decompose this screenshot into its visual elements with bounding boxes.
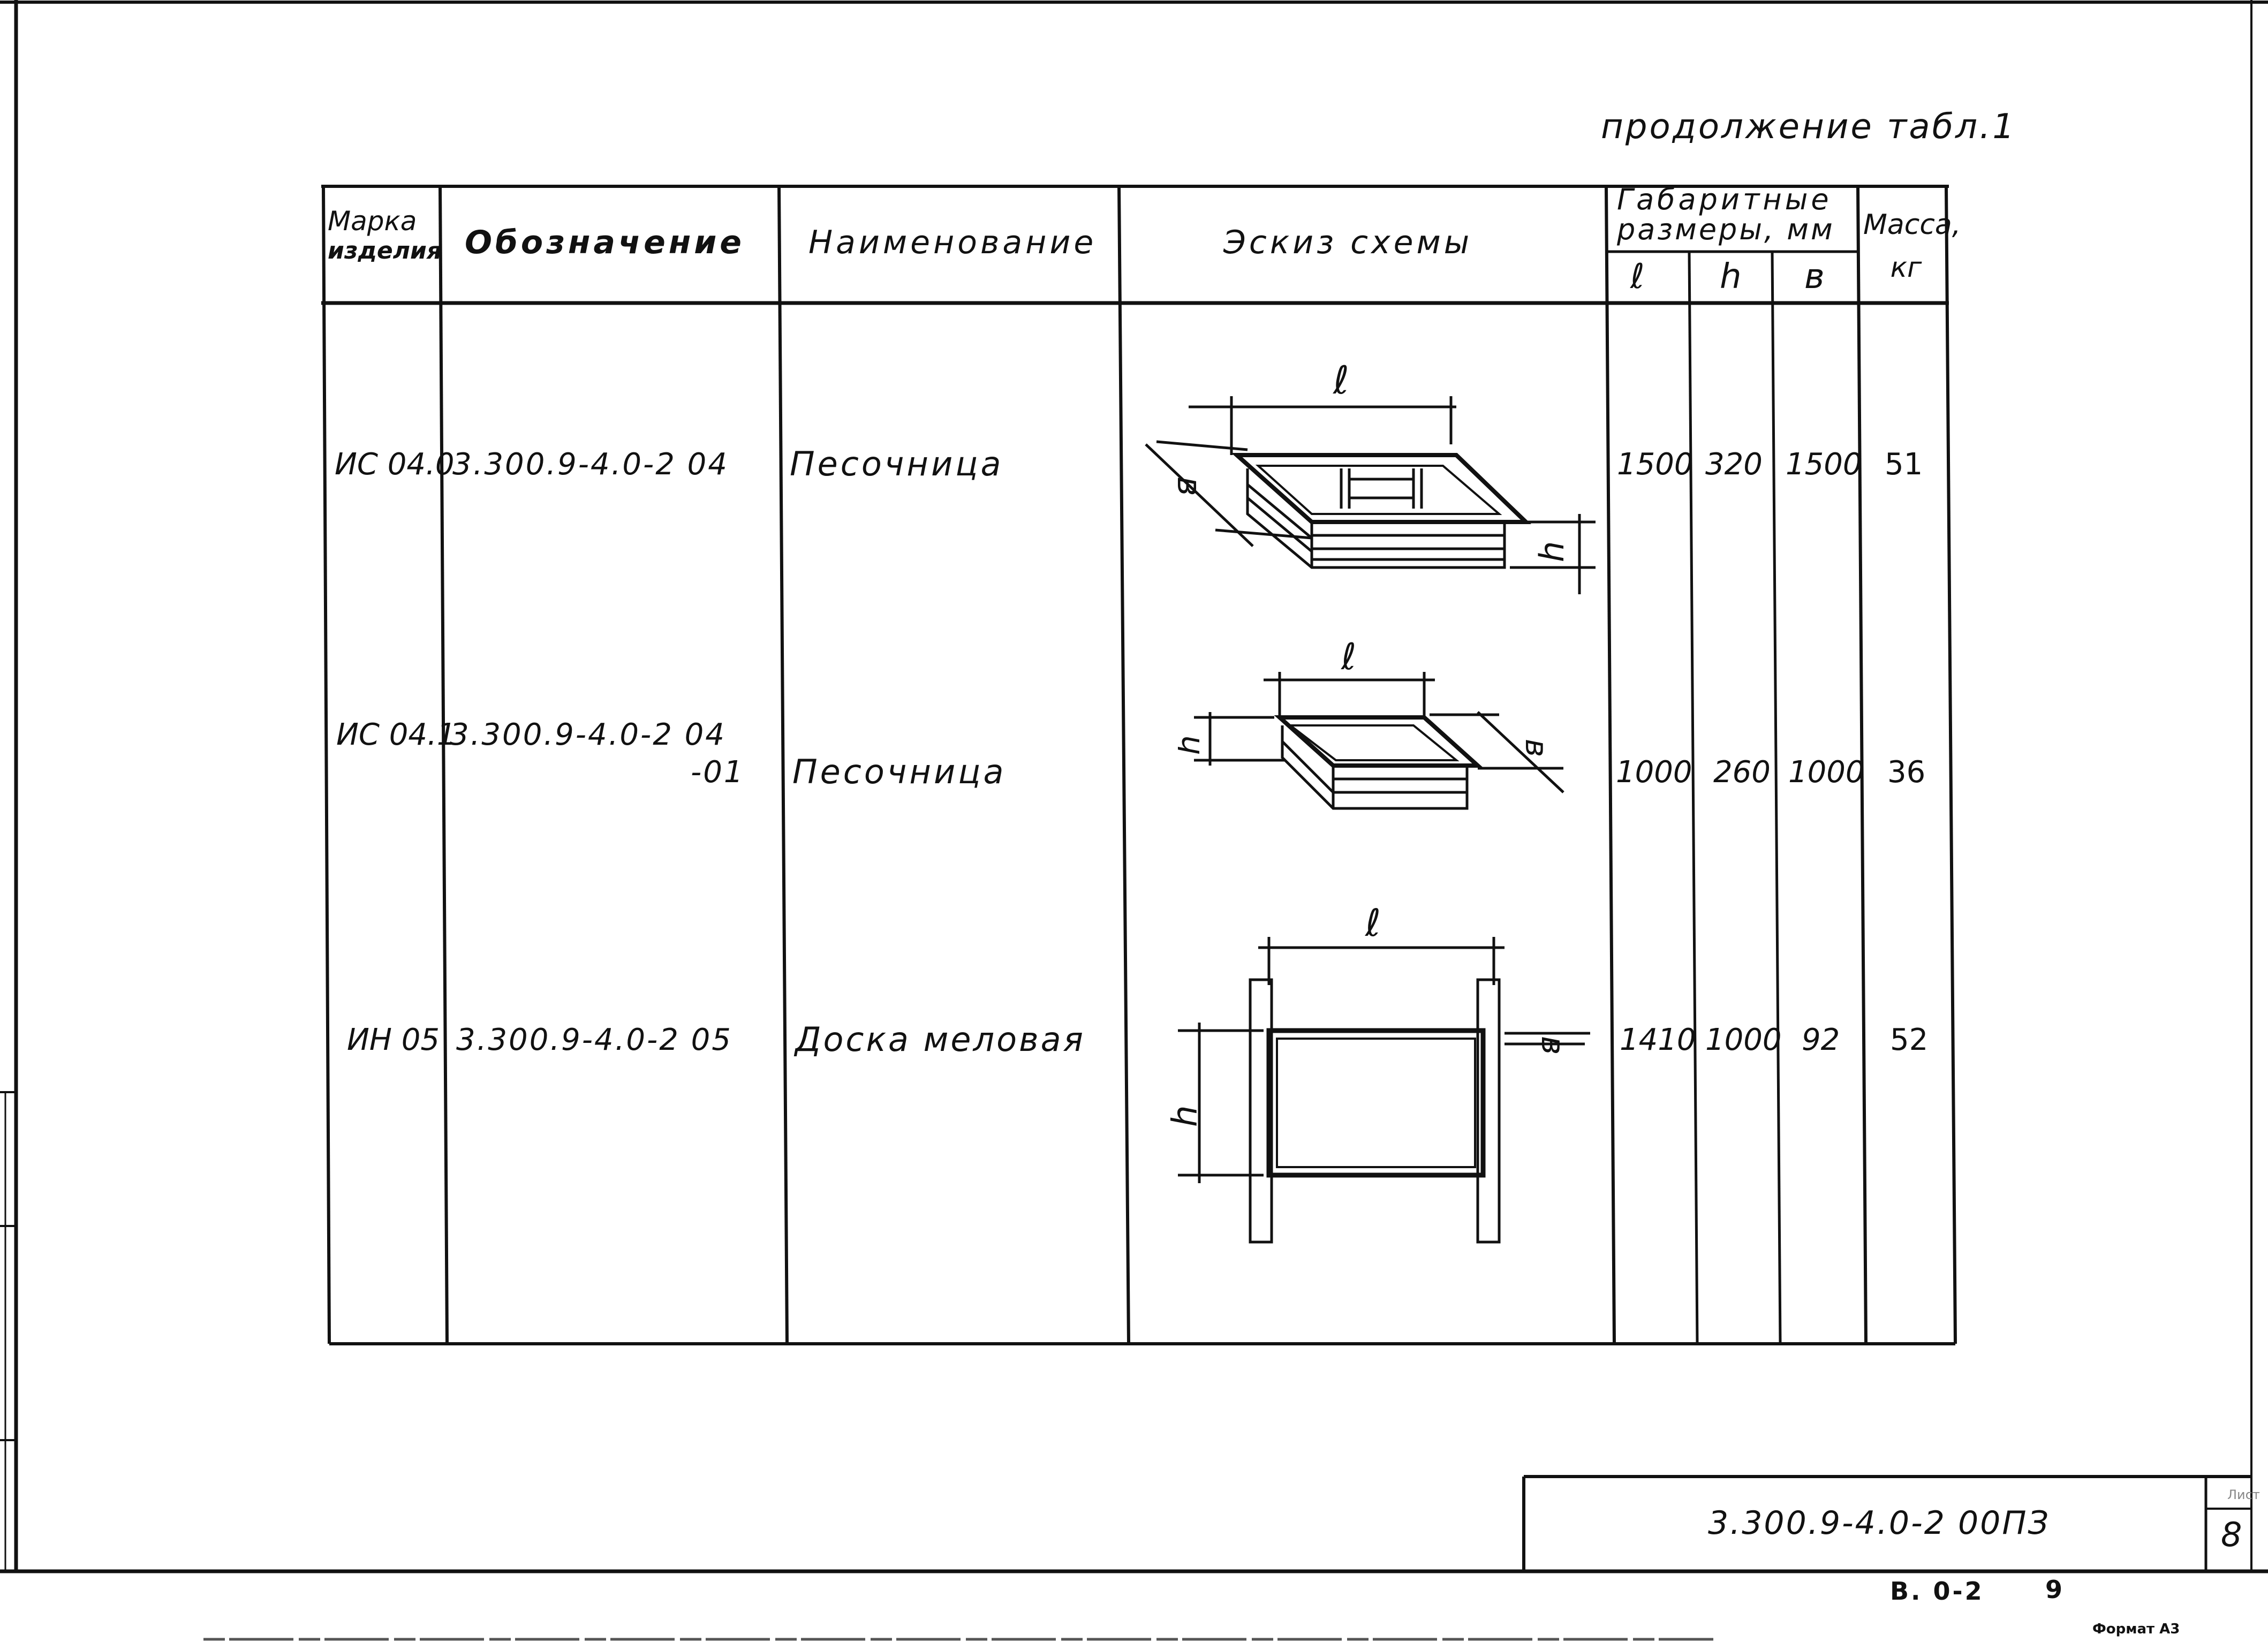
row3-b: 92: [1802, 1023, 1840, 1057]
format-label: Формат А3: [2092, 1621, 2180, 1637]
row3-mark: ИН 05: [347, 1023, 440, 1057]
sheet-label: Лист: [2227, 1487, 2260, 1502]
row1-mass: 51: [1885, 447, 1923, 482]
sketch-chalk-board: ℓ h в: [1166, 901, 1590, 1244]
sketch1-label-h: h: [1532, 541, 1571, 562]
row1-mark: ИС 04.0: [335, 447, 455, 482]
row1-l: 1500: [1617, 447, 1694, 482]
row3-designation: 3.300.9-4.0-2 05: [456, 1023, 732, 1057]
sketch3-label-h: h: [1166, 1105, 1205, 1127]
header-mass-line1: Масса,: [1863, 209, 1961, 241]
row2-l: 1000: [1616, 755, 1692, 790]
sketch2-label-h: h: [1178, 735, 1207, 755]
row2-mass: 36: [1887, 755, 1926, 790]
sketch3-label-l: ℓ: [1365, 901, 1381, 945]
row3-name: Доска меловая: [795, 1020, 1085, 1059]
sketch-sandbox-large: ℓ в h: [1145, 358, 1596, 594]
header-dim-h: h: [1720, 257, 1742, 297]
header-dim-l: ℓ: [1630, 257, 1645, 297]
header-sketch: Эскиз схемы: [1223, 224, 1473, 261]
continuation-caption: продолжение табл.1: [1601, 107, 2017, 147]
row1-b: 1500: [1786, 447, 1862, 482]
header-dimensions-line1: Габаритные: [1617, 183, 1832, 216]
row2-mark: ИС 04.1: [336, 717, 456, 752]
header-mark-line1: Марка: [328, 206, 417, 237]
sketch2-label-l: ℓ: [1341, 636, 1356, 678]
header-dim-b: в: [1804, 257, 1825, 297]
sketch1-label-l: ℓ: [1332, 358, 1349, 403]
row2-designation: 3.300.9-4.0-2 04: [450, 717, 726, 752]
header-name: Наименование: [808, 224, 1097, 261]
header-mark: Марка изделия: [328, 206, 442, 266]
sketch2-label-b: в: [1518, 739, 1555, 757]
row1-designation: 3.300.9-4.0-2 04: [452, 447, 729, 482]
document-code: 3.300.9-4.0-2 00ПЗ: [1708, 1504, 2050, 1542]
row2-h: 260: [1713, 755, 1771, 790]
header-mass-line2: кг: [1890, 252, 1922, 284]
header-mark-line2: изделия: [328, 237, 442, 264]
sheet-number: 8: [2221, 1515, 2242, 1554]
header-mass: Масса, кг: [1863, 203, 1961, 289]
footer-left-code: В. 0-2: [1890, 1577, 1984, 1606]
row2-name: Песочница: [792, 752, 1007, 791]
row1-name: Песочница: [790, 444, 1004, 483]
sketch-sandbox-small: ℓ h в: [1178, 636, 1564, 810]
footer-right-code: 9: [2045, 1575, 2063, 1604]
row3-l: 1410: [1620, 1023, 1696, 1057]
row2-designation-suffix: -01: [691, 755, 745, 790]
row3-h: 1000: [1705, 1023, 1782, 1057]
header-dimensions: Габаритные размеры, мм: [1617, 185, 1835, 245]
row3-mass: 52: [1890, 1023, 1929, 1057]
row1-h: 320: [1705, 447, 1763, 482]
header-designation: Обозначение: [465, 224, 745, 261]
header-dimensions-line2: размеры, мм: [1617, 213, 1835, 246]
sketch1-label-b: в: [1170, 476, 1209, 496]
row2-b: 1000: [1788, 755, 1865, 790]
sketch3-label-b: в: [1534, 1036, 1571, 1055]
